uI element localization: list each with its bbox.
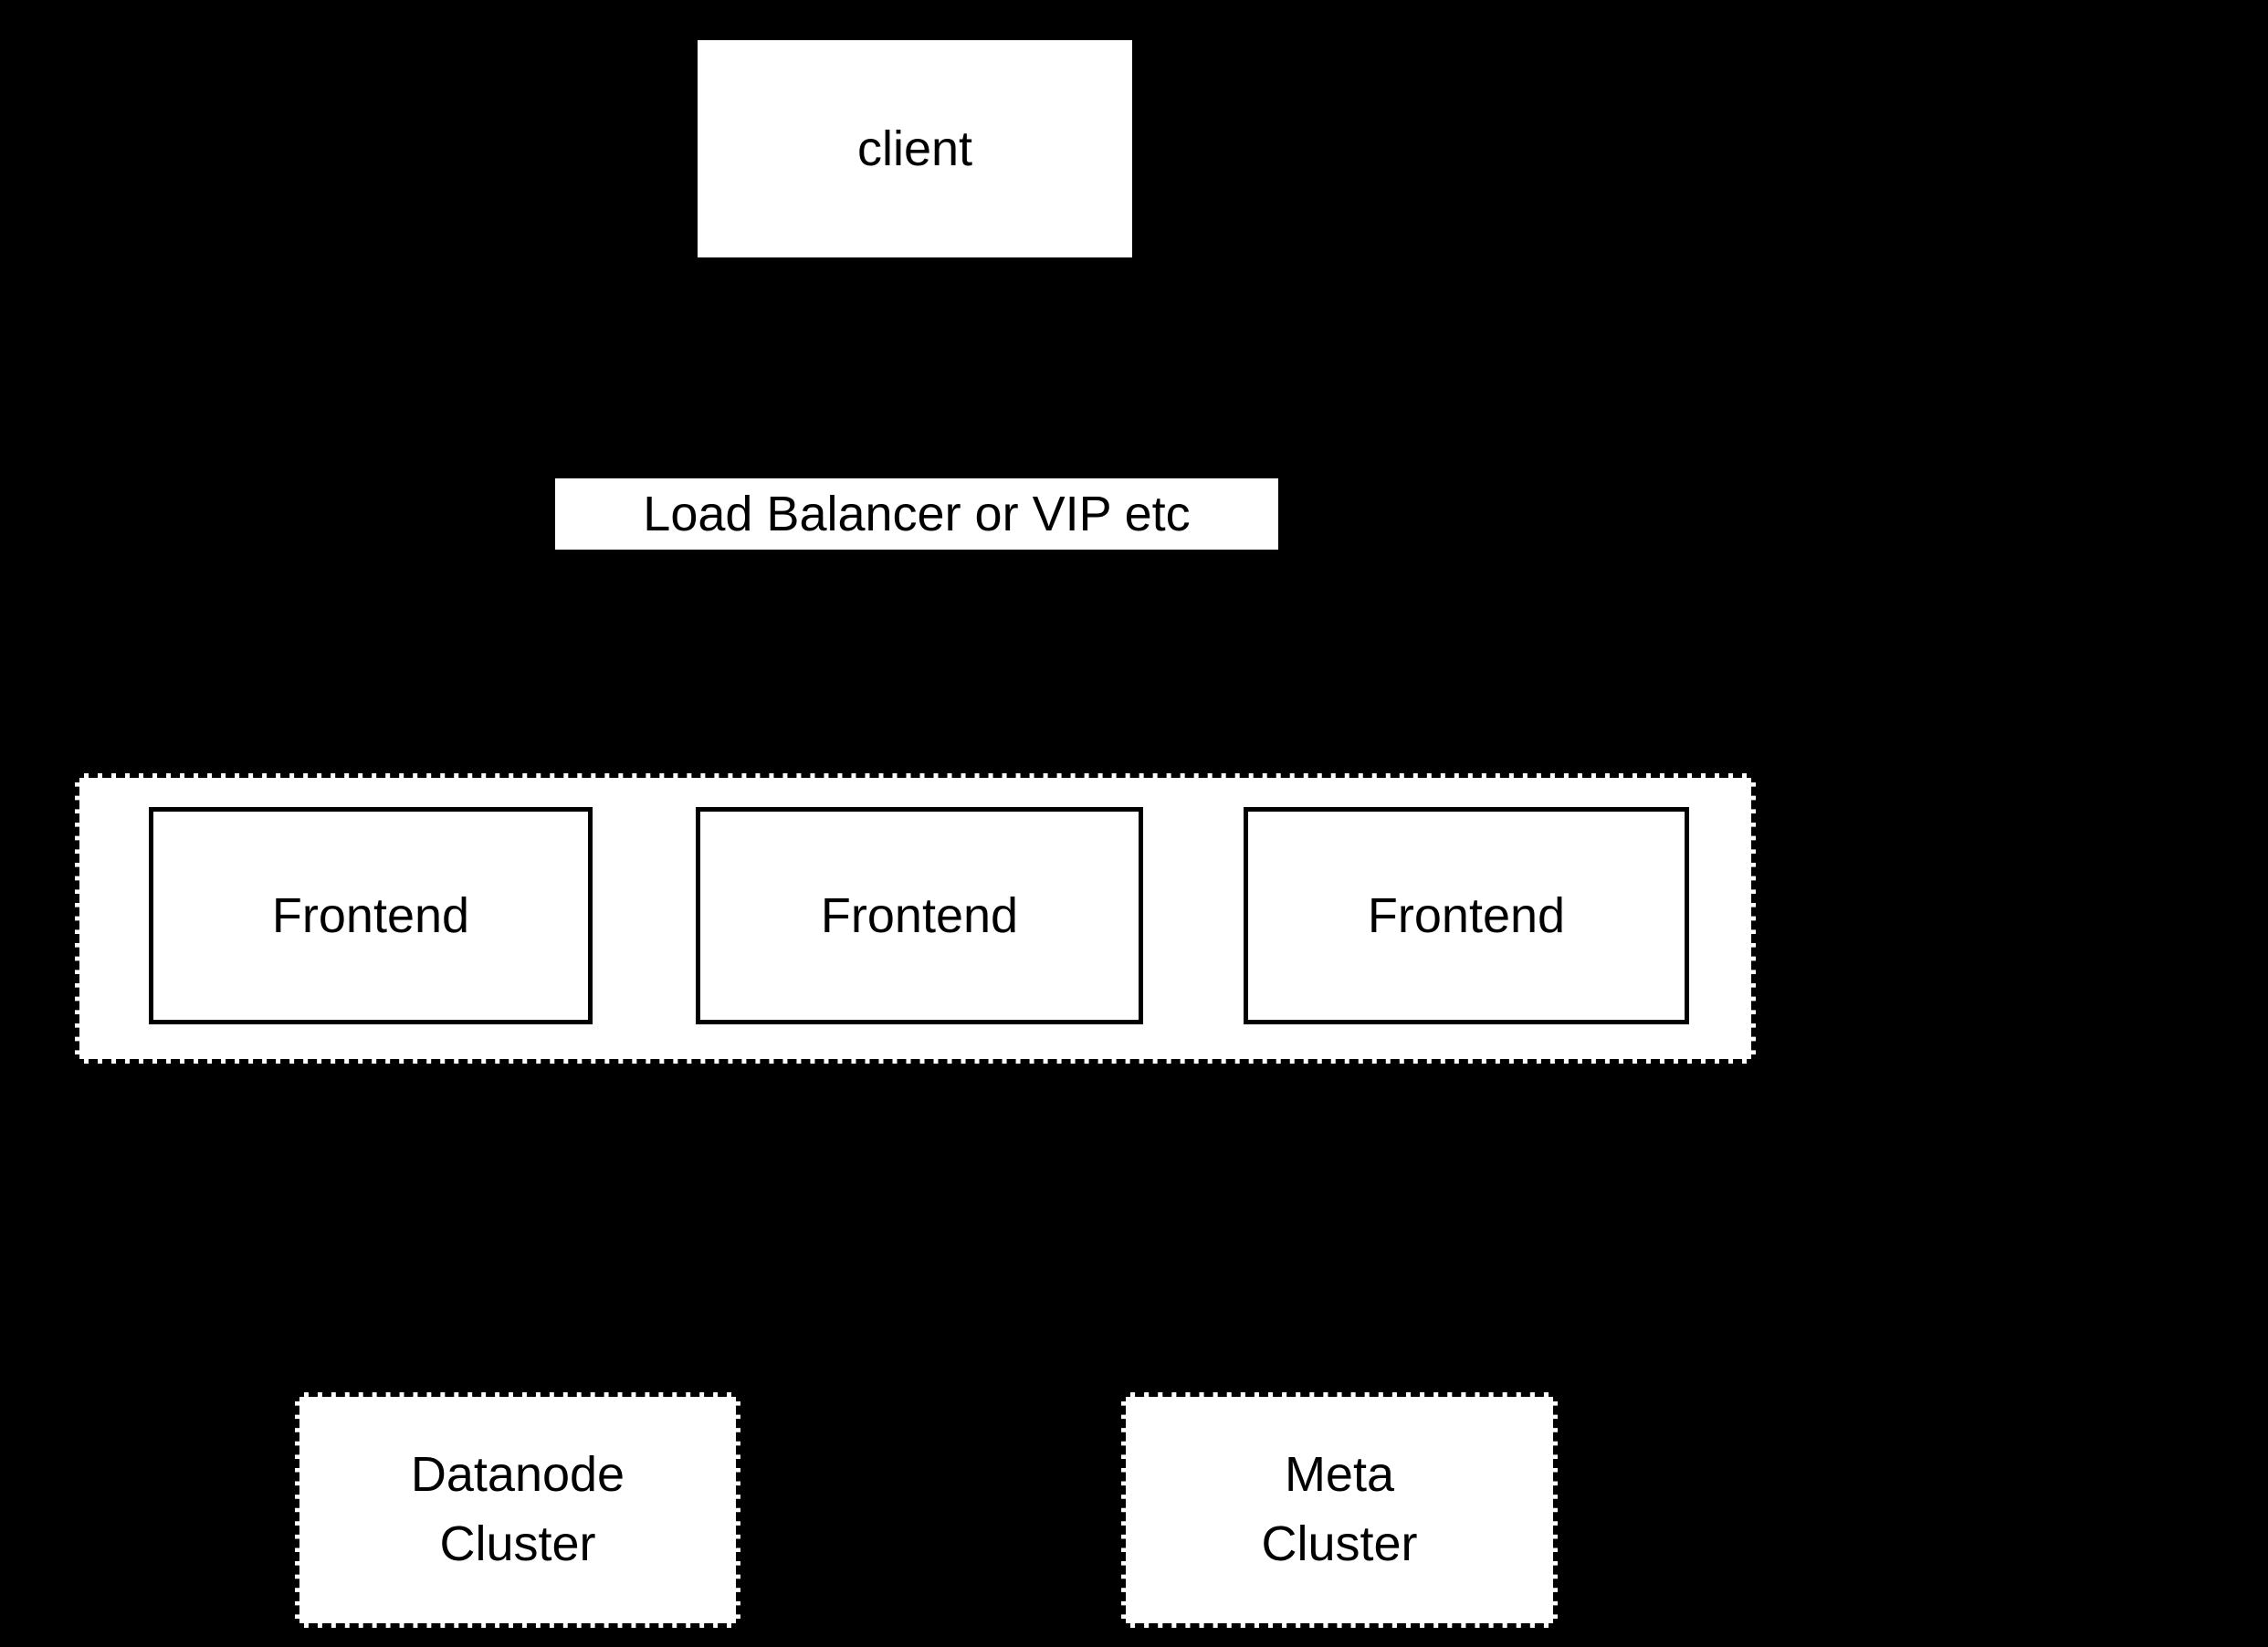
- frontend-node-3: Frontend: [1244, 807, 1689, 1024]
- frontend-node-1: Frontend: [149, 807, 593, 1024]
- meta-cluster-label: Meta Cluster: [1261, 1447, 1418, 1571]
- load-balancer-label: Load Balancer or VIP etc: [643, 486, 1191, 541]
- frontend-label-1: Frontend: [271, 887, 470, 943]
- frontend-group: Frontend Frontend Frontend: [75, 773, 1756, 1064]
- frontend-label-3: Frontend: [1367, 887, 1566, 943]
- datanode-cluster-label: Datanode Cluster: [410, 1447, 625, 1571]
- client-label: client: [856, 121, 973, 176]
- load-balancer-node: Load Balancer or VIP etc: [555, 478, 1278, 550]
- frontend-node-2: Frontend: [696, 807, 1143, 1024]
- frontend-label-2: Frontend: [820, 887, 1019, 943]
- datanode-cluster-node: Datanode Cluster: [295, 1392, 740, 1628]
- client-node: client: [698, 40, 1132, 257]
- meta-cluster-node: Meta Cluster: [1121, 1392, 1558, 1628]
